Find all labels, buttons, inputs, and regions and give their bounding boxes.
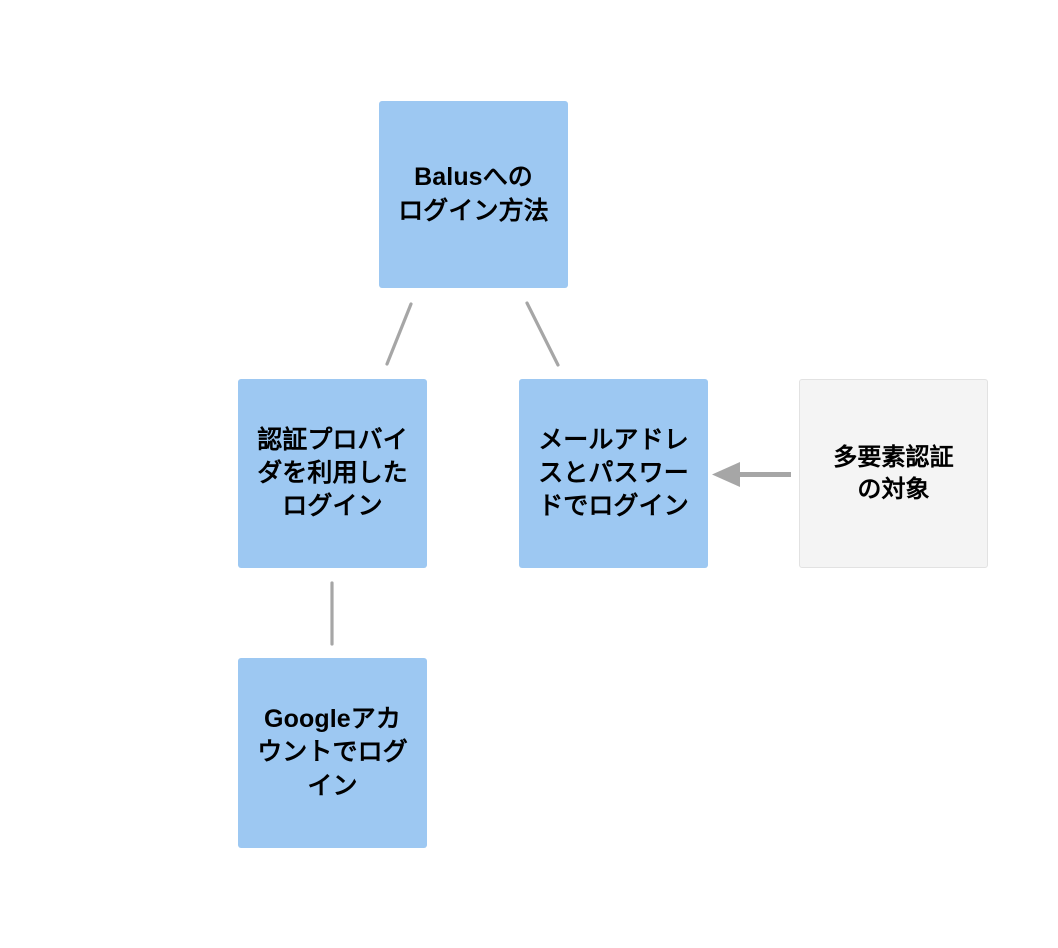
- connector-mfa-to-emailpass-arrow: [712, 462, 791, 487]
- node-label: Googleアカ ウントでログ イン: [257, 705, 408, 800]
- node-mfa-target[interactable]: 多要素認証 の対象: [799, 379, 988, 568]
- node-balus-login-method[interactable]: Balusへの ログイン方法: [379, 101, 568, 288]
- node-label: メールアドレ スとパスワー ドでログイン: [538, 425, 689, 521]
- node-auth-provider-login[interactable]: 認証プロバイ ダを利用した ログイン: [238, 379, 427, 568]
- connector-root-to-provider: [385, 302, 413, 366]
- node-email-password-login[interactable]: メールアドレ スとパスワー ドでログイン: [519, 379, 708, 568]
- node-label: 認証プロバイ ダを利用した ログイン: [257, 425, 408, 521]
- arrow-head-icon: [712, 462, 740, 487]
- node-google-account-login[interactable]: Googleアカ ウントでログ イン: [238, 658, 427, 848]
- node-label: Balusへの ログイン方法: [398, 163, 549, 225]
- node-label: 多要素認証 の対象: [833, 443, 954, 503]
- connector-root-to-emailpass: [525, 301, 560, 367]
